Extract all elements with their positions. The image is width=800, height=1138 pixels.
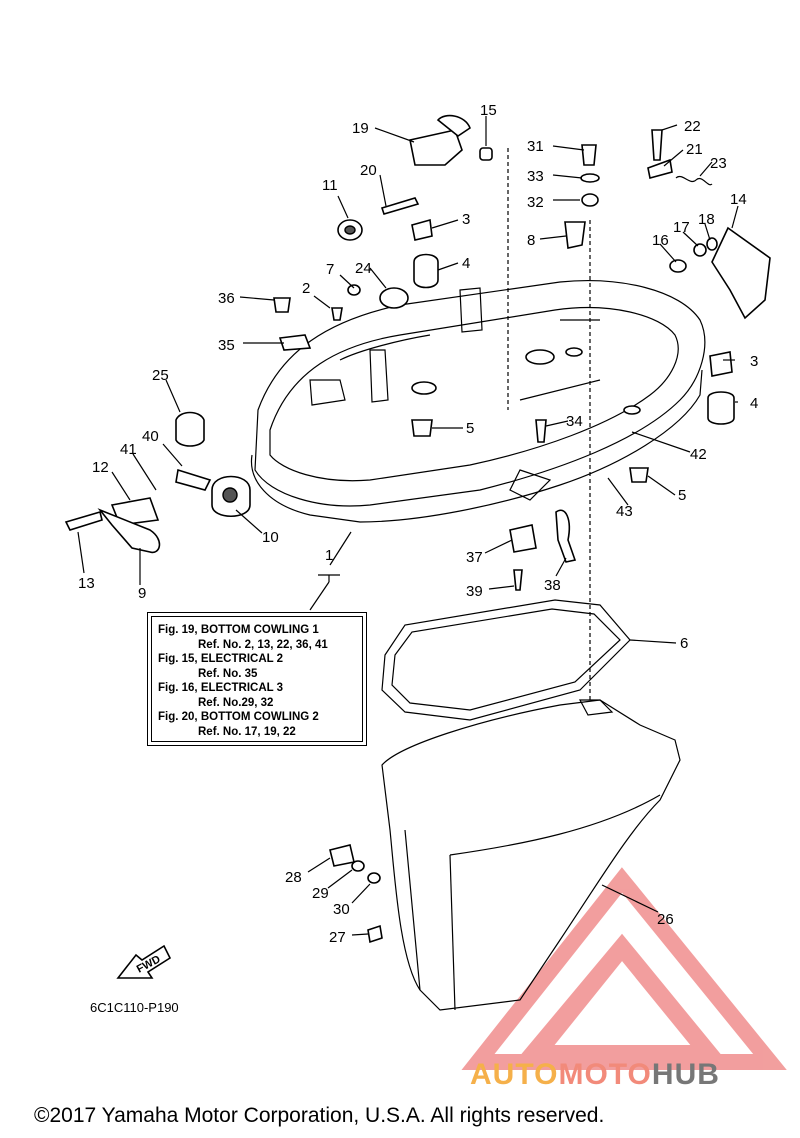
callout-11: 11 bbox=[322, 177, 338, 194]
callout-12: 12 bbox=[92, 459, 109, 476]
callout-2: 2 bbox=[302, 280, 310, 297]
callout-23: 23 bbox=[710, 155, 727, 172]
callout-31: 31 bbox=[527, 138, 544, 155]
callout-15: 15 bbox=[480, 102, 497, 119]
copyright-notice: ©2017 Yamaha Motor Corporation, U.S.A. A… bbox=[34, 1104, 605, 1127]
callout-17: 17 bbox=[673, 219, 690, 236]
callout-9: 9 bbox=[138, 585, 146, 602]
callout-41: 41 bbox=[120, 441, 137, 458]
callout-37: 37 bbox=[466, 549, 483, 566]
rubber-seal bbox=[381, 599, 631, 721]
small-parts bbox=[64, 114, 771, 944]
reference-line: Fig. 19, BOTTOM COWLING 1 bbox=[158, 624, 319, 636]
callout-39: 39 bbox=[466, 583, 483, 600]
callout-10: 10 bbox=[262, 529, 279, 546]
callout-19: 19 bbox=[352, 120, 369, 137]
reference-box-inner: Fig. 19, BOTTOM COWLING 1 Ref. No. 2, 13… bbox=[151, 616, 363, 742]
callout-5: 5 bbox=[678, 487, 686, 504]
callout-13: 13 bbox=[78, 575, 95, 592]
callout-labels: 1 2 3 3 4 4 5 5 6 7 8 9 10 11 12 13 14 1… bbox=[78, 102, 758, 946]
watermark-text: AUTOMOTOHUB bbox=[470, 1058, 720, 1092]
lower-cowling bbox=[381, 699, 681, 1011]
callout-35: 35 bbox=[218, 337, 235, 354]
callout-18: 18 bbox=[698, 211, 715, 228]
callout-30: 30 bbox=[333, 901, 350, 918]
callout-16: 16 bbox=[652, 232, 669, 249]
reference-box: Fig. 19, BOTTOM COWLING 1 Ref. No. 2, 13… bbox=[147, 612, 367, 746]
callout-5: 5 bbox=[466, 420, 474, 437]
callout-25: 25 bbox=[152, 367, 169, 384]
callout-40: 40 bbox=[142, 428, 159, 445]
callout-21: 21 bbox=[686, 141, 703, 158]
part-code: 6C1C110-P190 bbox=[90, 1000, 179, 1015]
callout-1: 1 bbox=[325, 547, 333, 564]
bottom-cowling-tray bbox=[250, 280, 706, 523]
callout-27: 27 bbox=[329, 929, 346, 946]
reference-line: Fig. 15, ELECTRICAL 2 bbox=[158, 653, 284, 665]
watermark-part1: AUTO bbox=[470, 1058, 559, 1091]
callout-24: 24 bbox=[355, 260, 372, 277]
callout-8: 8 bbox=[527, 232, 535, 249]
callout-4: 4 bbox=[462, 255, 470, 272]
callout-3: 3 bbox=[462, 211, 470, 228]
fwd-arrow-icon: FWD bbox=[116, 944, 172, 979]
callout-36: 36 bbox=[218, 290, 235, 307]
reference-line: Ref. No.29, 32 bbox=[198, 696, 274, 709]
callout-7: 7 bbox=[326, 261, 334, 278]
callout-34: 34 bbox=[566, 413, 583, 430]
watermark-part2: MOTO bbox=[558, 1058, 652, 1091]
watermark-logo-icon bbox=[461, 867, 787, 1070]
callout-42: 42 bbox=[690, 446, 707, 463]
reference-line: Ref. No. 2, 13, 22, 36, 41 bbox=[198, 638, 328, 651]
bracket-19 bbox=[409, 129, 463, 166]
callout-3: 3 bbox=[750, 353, 758, 370]
watermark-part3: HUB bbox=[651, 1058, 720, 1091]
callout-28: 28 bbox=[285, 869, 302, 886]
callout-22: 22 bbox=[684, 118, 701, 135]
callout-4: 4 bbox=[750, 395, 758, 412]
reference-line: Fig. 16, ELECTRICAL 3 bbox=[158, 682, 284, 694]
reference-line: Ref. No. 35 bbox=[198, 667, 258, 680]
reference-line: Ref. No. 17, 19, 22 bbox=[198, 725, 296, 738]
callout-38: 38 bbox=[544, 577, 561, 594]
callout-32: 32 bbox=[527, 194, 544, 211]
callout-26: 26 bbox=[657, 911, 674, 928]
callout-43: 43 bbox=[616, 503, 633, 520]
leader-lines bbox=[77, 116, 739, 936]
callout-20: 20 bbox=[360, 162, 377, 179]
callout-33: 33 bbox=[527, 168, 544, 185]
reference-line: Fig. 20, BOTTOM COWLING 2 bbox=[158, 711, 319, 723]
callout-29: 29 bbox=[312, 885, 329, 902]
callout-6: 6 bbox=[680, 635, 688, 652]
callout-14: 14 bbox=[730, 191, 747, 208]
